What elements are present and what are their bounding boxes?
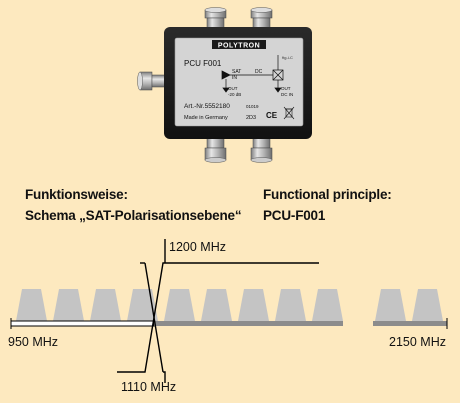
caption-en-subtitle: PCU-F001 [263, 208, 326, 223]
port-out-dc-label: OUT [281, 86, 291, 91]
caption-de-subtitle: Schema „SAT-Polarisationsebene“ [25, 208, 242, 223]
transponder-7 [238, 289, 269, 321]
transponder-9 [312, 289, 343, 321]
axis-bar-upper [154, 321, 343, 326]
caption-en-title: Functional principle: [263, 187, 392, 202]
corner-label: ftg-i-C [282, 55, 293, 60]
port-sat-in-label: SAT [232, 69, 241, 75]
svg-text:DC IN: DC IN [281, 92, 293, 97]
device-schematic [221, 55, 284, 93]
made-in-label: Made in Germany [184, 115, 228, 121]
freq-label-1110: 1110 MHz [121, 380, 177, 394]
svg-text:POLYTRON: POLYTRON [218, 43, 260, 50]
weee-bin-icon [283, 106, 295, 120]
freq-label-950: 950 MHz [8, 335, 59, 349]
article-number: Art.-Nr.5552180 [184, 103, 230, 110]
code-2: 2D3 [246, 115, 256, 121]
transponder-1 [16, 289, 47, 321]
transponder-11 [412, 289, 443, 321]
transponder-3 [90, 289, 121, 321]
ce-mark-icon: CE [266, 111, 278, 120]
polytron-logo: POLYTRON [212, 40, 266, 50]
axis-bar-upper-2 [373, 321, 447, 326]
transponder-channels [16, 289, 443, 321]
freq-label-1200: 1200 MHz [169, 240, 226, 254]
port-out-label: OUT [228, 86, 238, 91]
line-cross [144, 262, 164, 373]
svg-text:IN: IN [232, 75, 237, 81]
frequency-axis [10, 318, 448, 329]
connector-top-left [204, 7, 227, 29]
transponder-5 [164, 289, 195, 321]
code-1: 01019 [246, 104, 259, 109]
connector-bottom-left [204, 135, 227, 163]
device-label-plate [174, 37, 304, 127]
polarisation-lines [117, 239, 319, 383]
transponder-10 [375, 289, 406, 321]
transponder-8 [275, 289, 306, 321]
transponder-6 [201, 289, 232, 321]
transponder-2 [53, 289, 84, 321]
connector-left [137, 71, 167, 91]
model-label: PCU F001 [184, 59, 222, 68]
caption-de-title: Funktionsweise: [25, 187, 128, 202]
freq-label-2150: 2150 MHz [389, 335, 446, 349]
svg-text:-20 dB: -20 dB [228, 92, 241, 97]
axis-bar-lower [10, 320, 155, 327]
line-1110-marker [163, 371, 166, 383]
connector-top-right [250, 7, 273, 29]
port-dc-label: DC [255, 69, 263, 75]
